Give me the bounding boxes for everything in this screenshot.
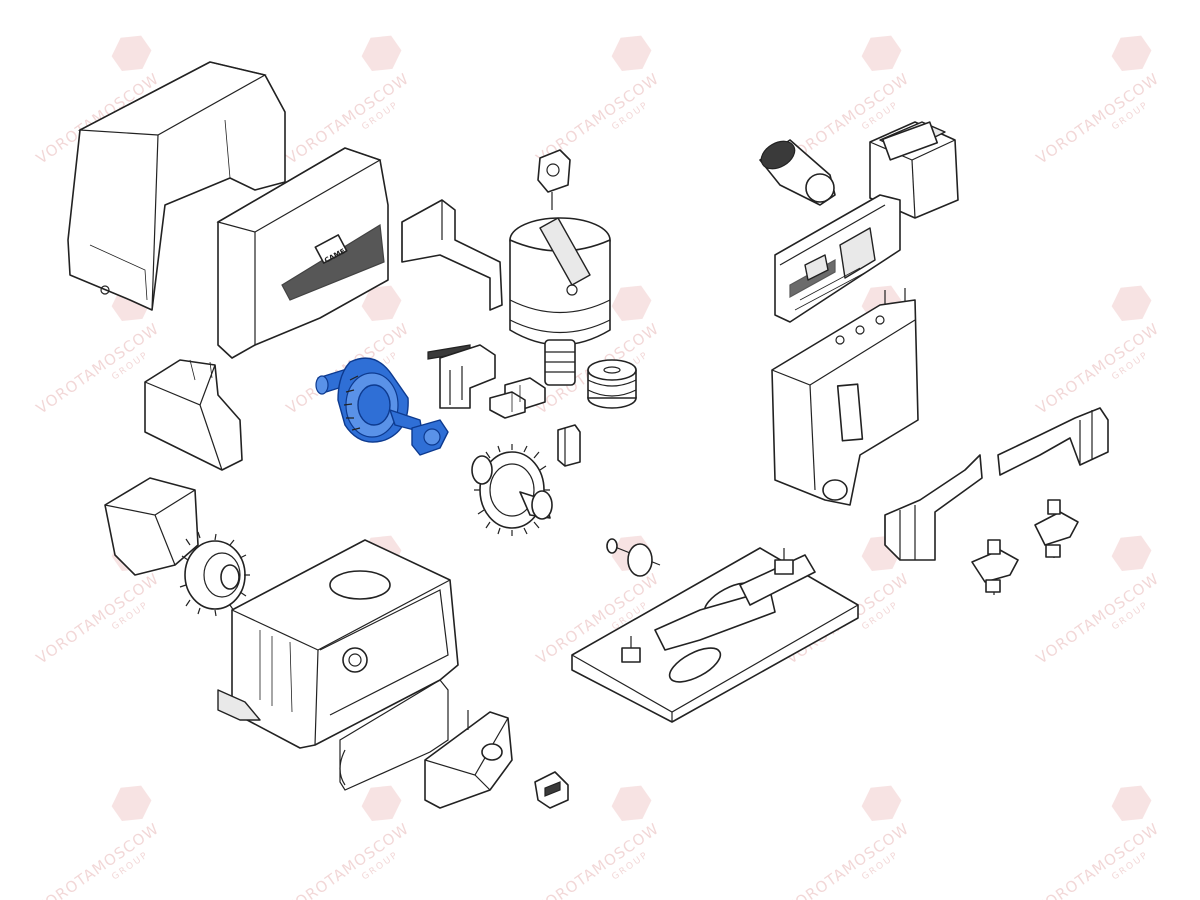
motor-bracket[interactable]: [401, 199, 503, 311]
control-board[interactable]: [774, 194, 901, 323]
watermark-logo-icon: [611, 785, 652, 822]
gearbox-housing[interactable]: [217, 539, 459, 749]
front-cover[interactable]: CAME: [216, 147, 389, 359]
anchor-bolt-2[interactable]: [1034, 499, 1079, 558]
watermark-logo-icon: [611, 285, 652, 322]
watermark-logo-icon: [861, 785, 902, 822]
pinion-guard[interactable]: [104, 477, 199, 576]
terminal-blocks[interactable]: [489, 377, 546, 419]
foundation-plate[interactable]: [571, 547, 859, 723]
drive-pinion[interactable]: [179, 531, 250, 617]
watermark-main-text: VOROTAMOSCOW: [1033, 569, 1163, 667]
limit-bracket-left[interactable]: [884, 454, 983, 561]
spacer-disc-stack[interactable]: [587, 359, 637, 409]
limit-bracket-right[interactable]: [997, 407, 1109, 476]
watermark-main-text: VOROTAMOSCOW: [1033, 319, 1163, 417]
transformer[interactable]: [869, 121, 959, 219]
watermark-main-text: VOROTAMOSCOW: [33, 319, 163, 417]
motor-encoder-cap[interactable]: [537, 149, 571, 210]
watermark-main-text: VOROTAMOSCOW: [33, 569, 163, 667]
watermark-logo-icon: [1111, 35, 1152, 72]
watermark-logo-icon: [861, 35, 902, 72]
watermark-logo-icon: [361, 785, 402, 822]
electric-motor[interactable]: [509, 217, 611, 386]
release-key[interactable]: [534, 771, 569, 809]
watermark-logo-icon: [111, 785, 152, 822]
gasket-seal[interactable]: [339, 679, 449, 791]
anchor-bolt-1[interactable]: [971, 539, 1019, 595]
highlighted-gear-shaft[interactable]: [315, 357, 449, 456]
capacitor[interactable]: [756, 136, 836, 206]
limit-switch-assembly[interactable]: [427, 344, 496, 409]
watermark-logo-icon: [611, 35, 652, 72]
watermark-logo-icon: [1111, 285, 1152, 322]
board-mounting-plate[interactable]: [771, 288, 919, 506]
watermark-logo-icon: [361, 35, 402, 72]
watermark-logo-icon: [361, 285, 402, 322]
watermark-logo-icon: [111, 35, 152, 72]
watermark-main-text: VOROTAMOSCOW: [1033, 69, 1163, 167]
gearbox-side-cover[interactable]: [144, 359, 243, 471]
release-lever-door[interactable]: [424, 710, 513, 809]
rear-cover[interactable]: [67, 61, 286, 311]
bolt-washer[interactable]: [606, 538, 661, 577]
small-clip[interactable]: [557, 424, 581, 467]
worm-gear[interactable]: [471, 444, 553, 536]
watermark-logo-icon: [1111, 785, 1152, 822]
watermark-logo-icon: [1111, 535, 1152, 572]
